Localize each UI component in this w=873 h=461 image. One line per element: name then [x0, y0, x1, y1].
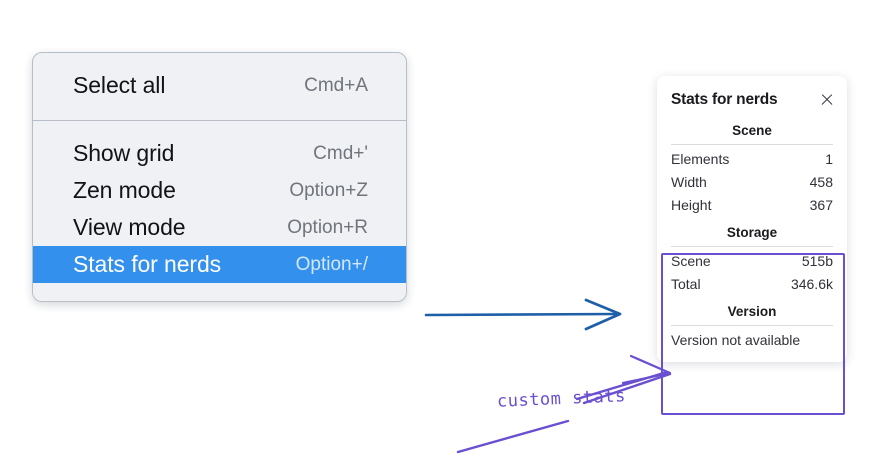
menu-group-view: Show grid Cmd+' Zen mode Option+Z View m… — [33, 121, 406, 283]
menu-item-shortcut: Cmd+A — [304, 74, 368, 96]
section-divider — [671, 325, 833, 326]
stats-panel-title: Stats for nerds — [671, 91, 778, 108]
stat-row: Height 367 — [671, 193, 833, 216]
menu-item-shortcut: Cmd+' — [313, 142, 368, 164]
stat-key: Width — [671, 173, 707, 190]
section-title: Scene — [732, 123, 772, 138]
stat-key: Scene — [671, 252, 711, 269]
section-title: Version — [727, 304, 777, 319]
stats-for-nerds-panel[interactable]: Stats for nerds Scene Elements 1 Width 4… — [657, 76, 847, 362]
section-divider — [671, 246, 833, 247]
version-value: Version not available — [671, 332, 801, 348]
section-title: Storage — [726, 225, 778, 240]
menu-group-selection: Select all Cmd+A — [33, 53, 406, 120]
menu-item-stats-for-nerds[interactable]: Stats for nerds Option+/ — [33, 246, 406, 283]
stats-section-storage: Storage Scene 515b Total 346.6k — [657, 216, 847, 295]
menu-separator — [33, 120, 406, 121]
stat-value: 458 — [809, 173, 833, 190]
close-icon[interactable] — [819, 92, 835, 108]
stats-section-version: Version Version not available — [657, 295, 847, 350]
menu-item-shortcut: Option+/ — [295, 253, 368, 275]
stat-value: 1 — [825, 150, 833, 167]
stats-panel-header: Stats for nerds — [657, 86, 847, 114]
custom-stats-annotation-label: custom stats — [496, 386, 627, 412]
stat-key: Total — [671, 275, 701, 292]
section-divider — [671, 144, 833, 145]
menu-item-select-all[interactable]: Select all Cmd+A — [33, 67, 406, 104]
stat-value: 346.6k — [790, 275, 833, 292]
menu-item-view-mode[interactable]: View mode Option+R — [33, 209, 406, 246]
canvas-context-menu[interactable]: Select all Cmd+A Show grid Cmd+' Zen mod… — [32, 52, 407, 302]
stat-row: Scene 515b — [671, 249, 833, 272]
menu-item-label: Zen mode — [73, 177, 176, 203]
menu-item-label: View mode — [73, 214, 186, 240]
menu-item-shortcut: Option+R — [287, 216, 368, 238]
stats-section-scene: Scene Elements 1 Width 458 Height 367 — [657, 114, 847, 216]
stat-value: 515b — [801, 252, 833, 269]
menu-bottom-padding — [33, 283, 406, 301]
stat-row: Elements 1 — [671, 147, 833, 170]
menu-item-zen-mode[interactable]: Zen mode Option+Z — [33, 172, 406, 209]
menu-item-shortcut: Option+Z — [289, 179, 368, 201]
menu-item-label: Stats for nerds — [73, 251, 222, 277]
menu-item-label: Show grid — [73, 140, 175, 166]
menu-item-show-grid[interactable]: Show grid Cmd+' — [33, 135, 406, 172]
stat-row: Total 346.6k — [671, 272, 833, 295]
stat-row: Width 458 — [671, 170, 833, 193]
stat-value: 367 — [809, 196, 833, 213]
stat-key: Elements — [671, 150, 730, 167]
stat-key: Height — [671, 196, 712, 213]
menu-item-label: Select all — [73, 72, 166, 98]
